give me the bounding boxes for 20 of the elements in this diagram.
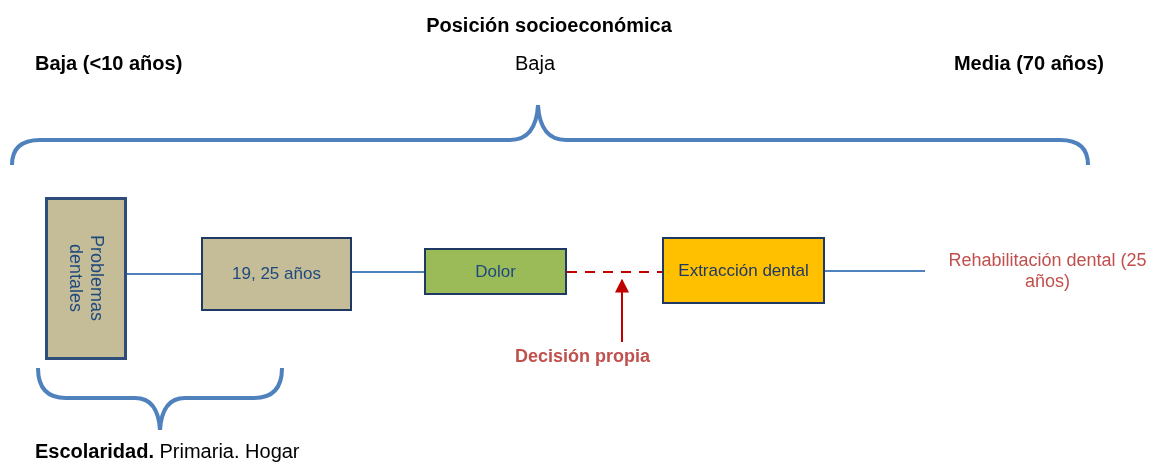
arrow	[615, 278, 629, 343]
connector-line	[126, 273, 202, 275]
outcome-text: Rehabilitación dental (25 años)	[940, 244, 1155, 298]
scale-label: Baja	[515, 52, 555, 75]
process-box	[662, 237, 825, 304]
annotation-text: Decisión propia	[505, 342, 660, 370]
box-label: Dolor	[475, 261, 516, 282]
connector-line	[824, 270, 926, 272]
scale-label: Media (70 años)	[953, 52, 1104, 75]
process-box	[45, 197, 127, 360]
brace-caption: Escolaridad. Primaria. Hogar	[35, 440, 300, 463]
heading: Posición socioeconómica	[426, 14, 672, 37]
box-label: Extracción dental	[678, 260, 809, 281]
box-label: 19, 25 años	[232, 264, 321, 284]
process-box	[424, 248, 567, 295]
connector-line	[351, 271, 425, 273]
scale-label: Baja (<10 años)	[35, 52, 183, 75]
box-label: Problemas dentales	[65, 234, 107, 324]
process-box	[201, 237, 352, 311]
connector-line	[566, 271, 663, 273]
